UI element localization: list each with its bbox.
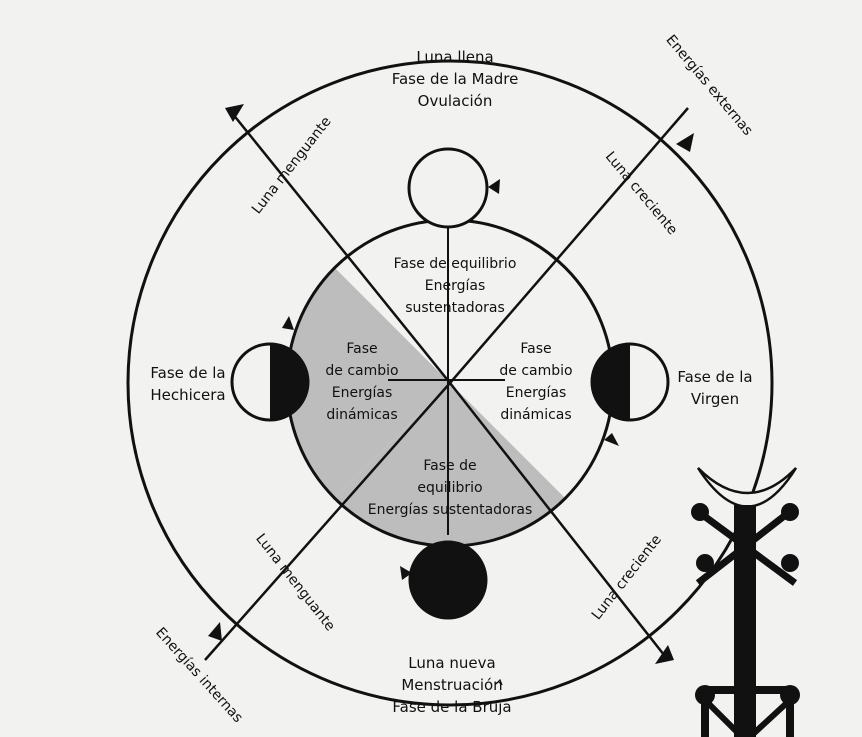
arrow-top-right-icon bbox=[488, 179, 500, 194]
center-top-label-3: sustentadoras bbox=[405, 300, 505, 316]
center-left-label-1: Fase bbox=[346, 341, 377, 357]
virgen-label-2: Virgen bbox=[691, 390, 739, 408]
center-left-label-3: Energías bbox=[332, 385, 393, 401]
virgen-label-1: Fase de la bbox=[677, 368, 752, 386]
center-right-label-4: dinámicas bbox=[500, 407, 571, 423]
center-bottom-label-2: equilibrio bbox=[417, 480, 482, 496]
new-moon-label-1: Luna nueva bbox=[408, 654, 495, 672]
arrow-left-icon bbox=[282, 316, 294, 330]
center-left-label-2: de cambio bbox=[325, 363, 398, 379]
full-moon-label-2: Fase de la Madre bbox=[392, 70, 519, 88]
waning-half-moon-icon bbox=[232, 344, 308, 420]
center-right-label-2: de cambio bbox=[499, 363, 572, 379]
arrow-outer-top-left-icon bbox=[225, 104, 244, 122]
hechicera-label-2: Hechicera bbox=[150, 386, 225, 404]
center-right-label-3: Energías bbox=[506, 385, 567, 401]
moon-staff-icon bbox=[691, 468, 800, 737]
hechicera-label-1: Fase de la bbox=[150, 364, 225, 382]
arrow-outer-top-right-icon bbox=[676, 133, 694, 152]
full-moon-label-3: Ovulación bbox=[418, 92, 493, 110]
center-top-label-2: Energías bbox=[425, 278, 486, 294]
axis-label-upper-left: Luna menguante bbox=[249, 114, 335, 217]
arrow-right-icon bbox=[604, 433, 619, 446]
full-moon-label-1: Luna llena bbox=[416, 48, 493, 66]
center-right-label-1: Fase bbox=[520, 341, 551, 357]
waxing-half-moon-icon bbox=[592, 344, 668, 420]
center-bottom-label-3: Energías sustentadoras bbox=[368, 502, 533, 518]
center-bottom-label-1: Fase de bbox=[423, 458, 476, 474]
arrow-outer-bottom-left-icon bbox=[208, 622, 222, 641]
full-moon-icon bbox=[409, 149, 487, 227]
center-left-label-4: dinámicas bbox=[326, 407, 397, 423]
new-moon-icon bbox=[410, 542, 486, 618]
outer-label-internal: Energías internas bbox=[152, 625, 246, 726]
center-top-label-1: Fase de equilibrio bbox=[394, 256, 517, 272]
axis-label-lower-left: Luna menguante bbox=[252, 531, 338, 634]
new-moon-label-2: Menstruación bbox=[401, 676, 502, 694]
new-moon-label-3: Fase de la Bruja bbox=[392, 698, 511, 716]
